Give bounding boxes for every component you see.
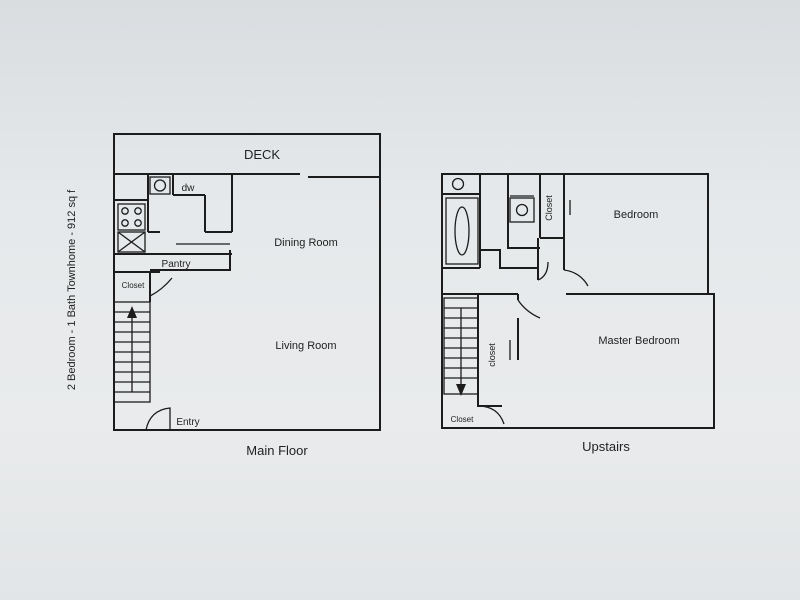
deck-label: DECK bbox=[244, 147, 280, 162]
upstairs-caption: Upstairs bbox=[582, 439, 630, 454]
main-floor-caption: Main Floor bbox=[246, 443, 308, 458]
main-floor-plan bbox=[113, 133, 381, 431]
closet-label-upper-mid: closet bbox=[487, 343, 497, 367]
upstairs-plan bbox=[441, 173, 715, 429]
dining-room-label: Dining Room bbox=[274, 237, 338, 249]
entry-label: Entry bbox=[176, 417, 199, 428]
living-room-label: Living Room bbox=[275, 340, 336, 352]
bedroom-label: Bedroom bbox=[614, 209, 659, 221]
closet-label-main: Closet bbox=[122, 281, 145, 290]
pantry-label: Pantry bbox=[162, 259, 191, 270]
closet-label-upper-top: Closet bbox=[544, 195, 554, 221]
closet-label-upper-bottom: Closet bbox=[451, 415, 474, 424]
master-bedroom-label: Master Bedroom bbox=[598, 335, 679, 347]
dishwasher-label: dw bbox=[182, 183, 196, 194]
